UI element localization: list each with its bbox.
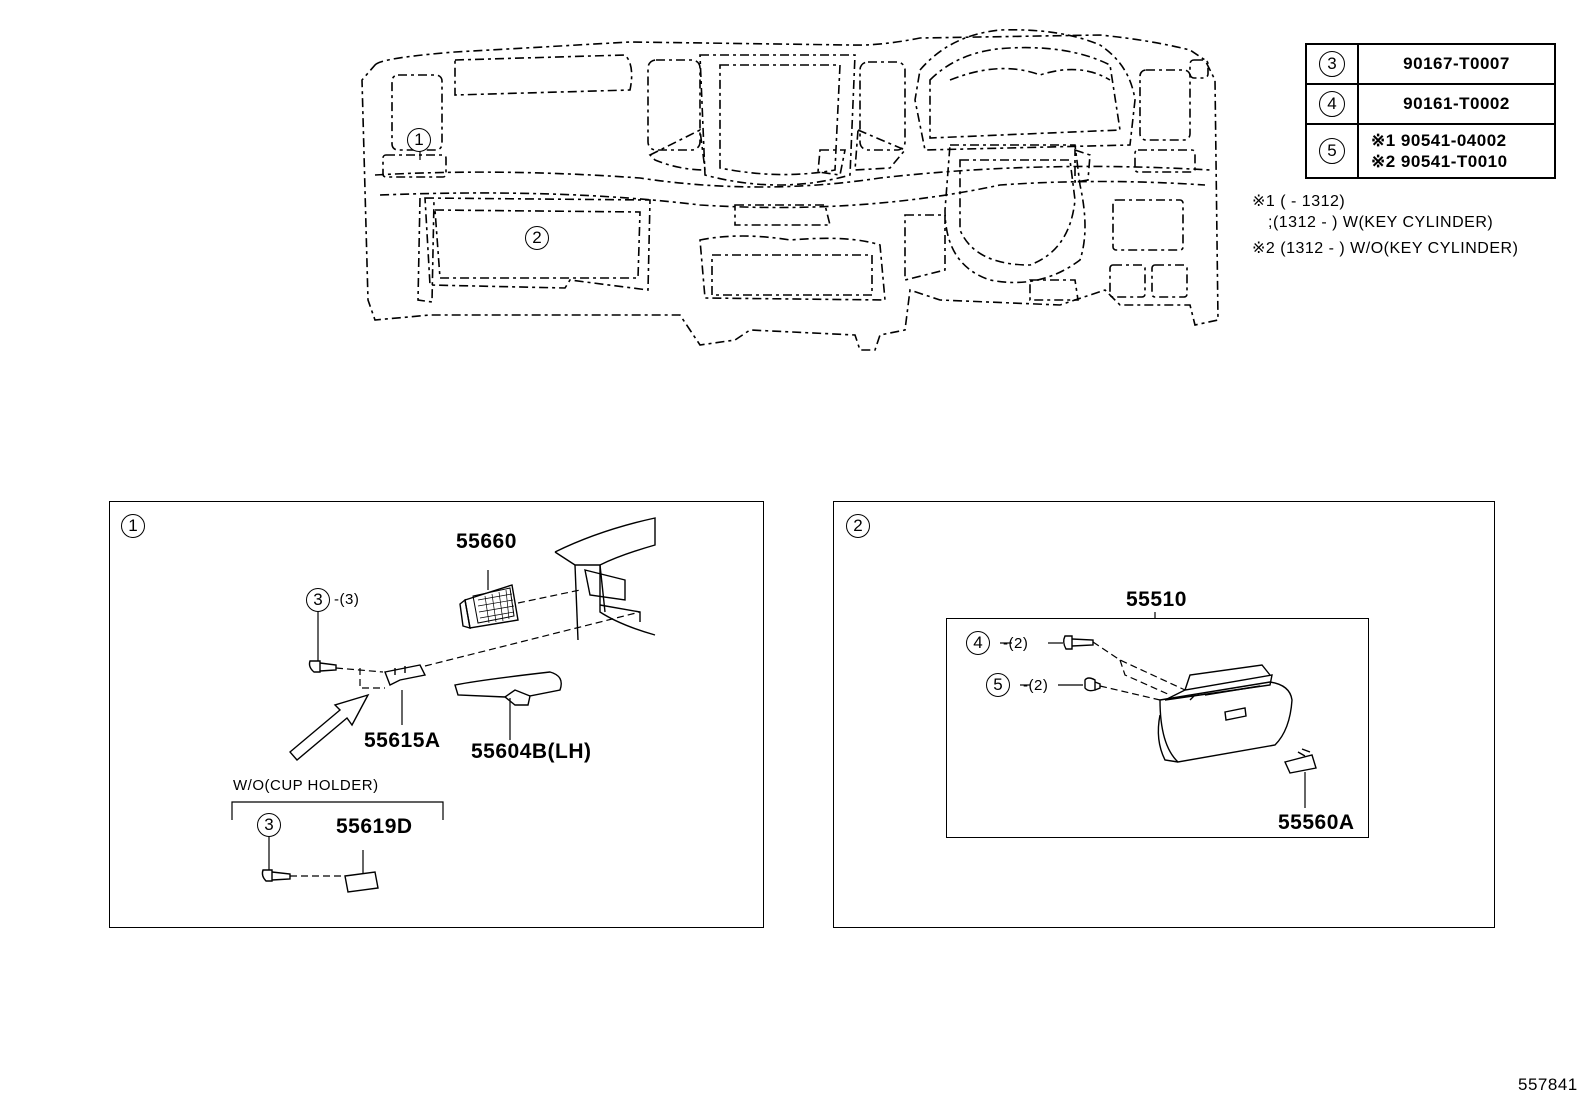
ref-value-5[interactable]: ※1 90541-04002 ※2 90541-T0010 (1357, 123, 1556, 179)
ref-key-5: 5 (1319, 138, 1345, 164)
panel-2-screw4-qty: -(2) (1003, 635, 1029, 652)
part-55560A[interactable]: 55560A (1278, 811, 1355, 834)
ref-value-5-line2: ※2 90541-T0010 (1371, 152, 1508, 171)
panel-2-screw4-ref[interactable]: 4 (966, 631, 990, 655)
glove-box-assembly-frame (946, 618, 1369, 838)
overview-callout-2[interactable]: 2 (525, 226, 549, 250)
part-55660[interactable]: 55660 (456, 530, 517, 553)
ref-value-3[interactable]: 90167-T0007 (1357, 43, 1556, 85)
note-line-3: ※2 (1312 - ) W/O(KEY CYLINDER) (1252, 240, 1519, 257)
panel-2-screw5-qty: -(2) (1023, 677, 1049, 694)
detail-panel-2 (833, 501, 1495, 928)
panel-1-index: 1 (121, 514, 145, 538)
illustration-number: 557841 (1518, 1075, 1578, 1094)
panel-1-screw-qty: -(3) (334, 591, 360, 608)
overview-callout-1[interactable]: 1 (407, 128, 431, 152)
variant-screw-ref[interactable]: 3 (257, 813, 281, 837)
panel-2-index: 2 (846, 514, 870, 538)
part-55619D[interactable]: 55619D (336, 815, 413, 838)
part-55604B-LH[interactable]: 55604B(LH) (471, 740, 592, 763)
fastener-reference-table: 3 90167-T0007 4 90161-T0002 5 ※1 90541-0… (1305, 43, 1556, 179)
part-55615A[interactable]: 55615A (364, 729, 441, 752)
detail-panel-1 (109, 501, 764, 928)
table-row: 3 90167-T0007 (1305, 43, 1556, 85)
part-55510[interactable]: 55510 (1126, 588, 1187, 611)
panel-2-screw5-ref[interactable]: 5 (986, 673, 1010, 697)
ref-value-4[interactable]: 90161-T0002 (1357, 83, 1556, 125)
table-row: 4 90161-T0002 (1305, 83, 1556, 125)
ref-key-3: 3 (1319, 51, 1345, 77)
panel-1-screw-ref[interactable]: 3 (306, 588, 330, 612)
table-row: 5 ※1 90541-04002 ※2 90541-T0010 (1305, 123, 1556, 179)
variant-label-wo-cup-holder: W/O(CUP HOLDER) (233, 777, 379, 794)
ref-value-5-line1: ※1 90541-04002 (1371, 131, 1507, 150)
note-line-1: ※1 ( - 1312) (1252, 193, 1346, 210)
ref-key-4: 4 (1319, 91, 1345, 117)
note-line-2: ;(1312 - ) W(KEY CYLINDER) (1268, 214, 1494, 231)
